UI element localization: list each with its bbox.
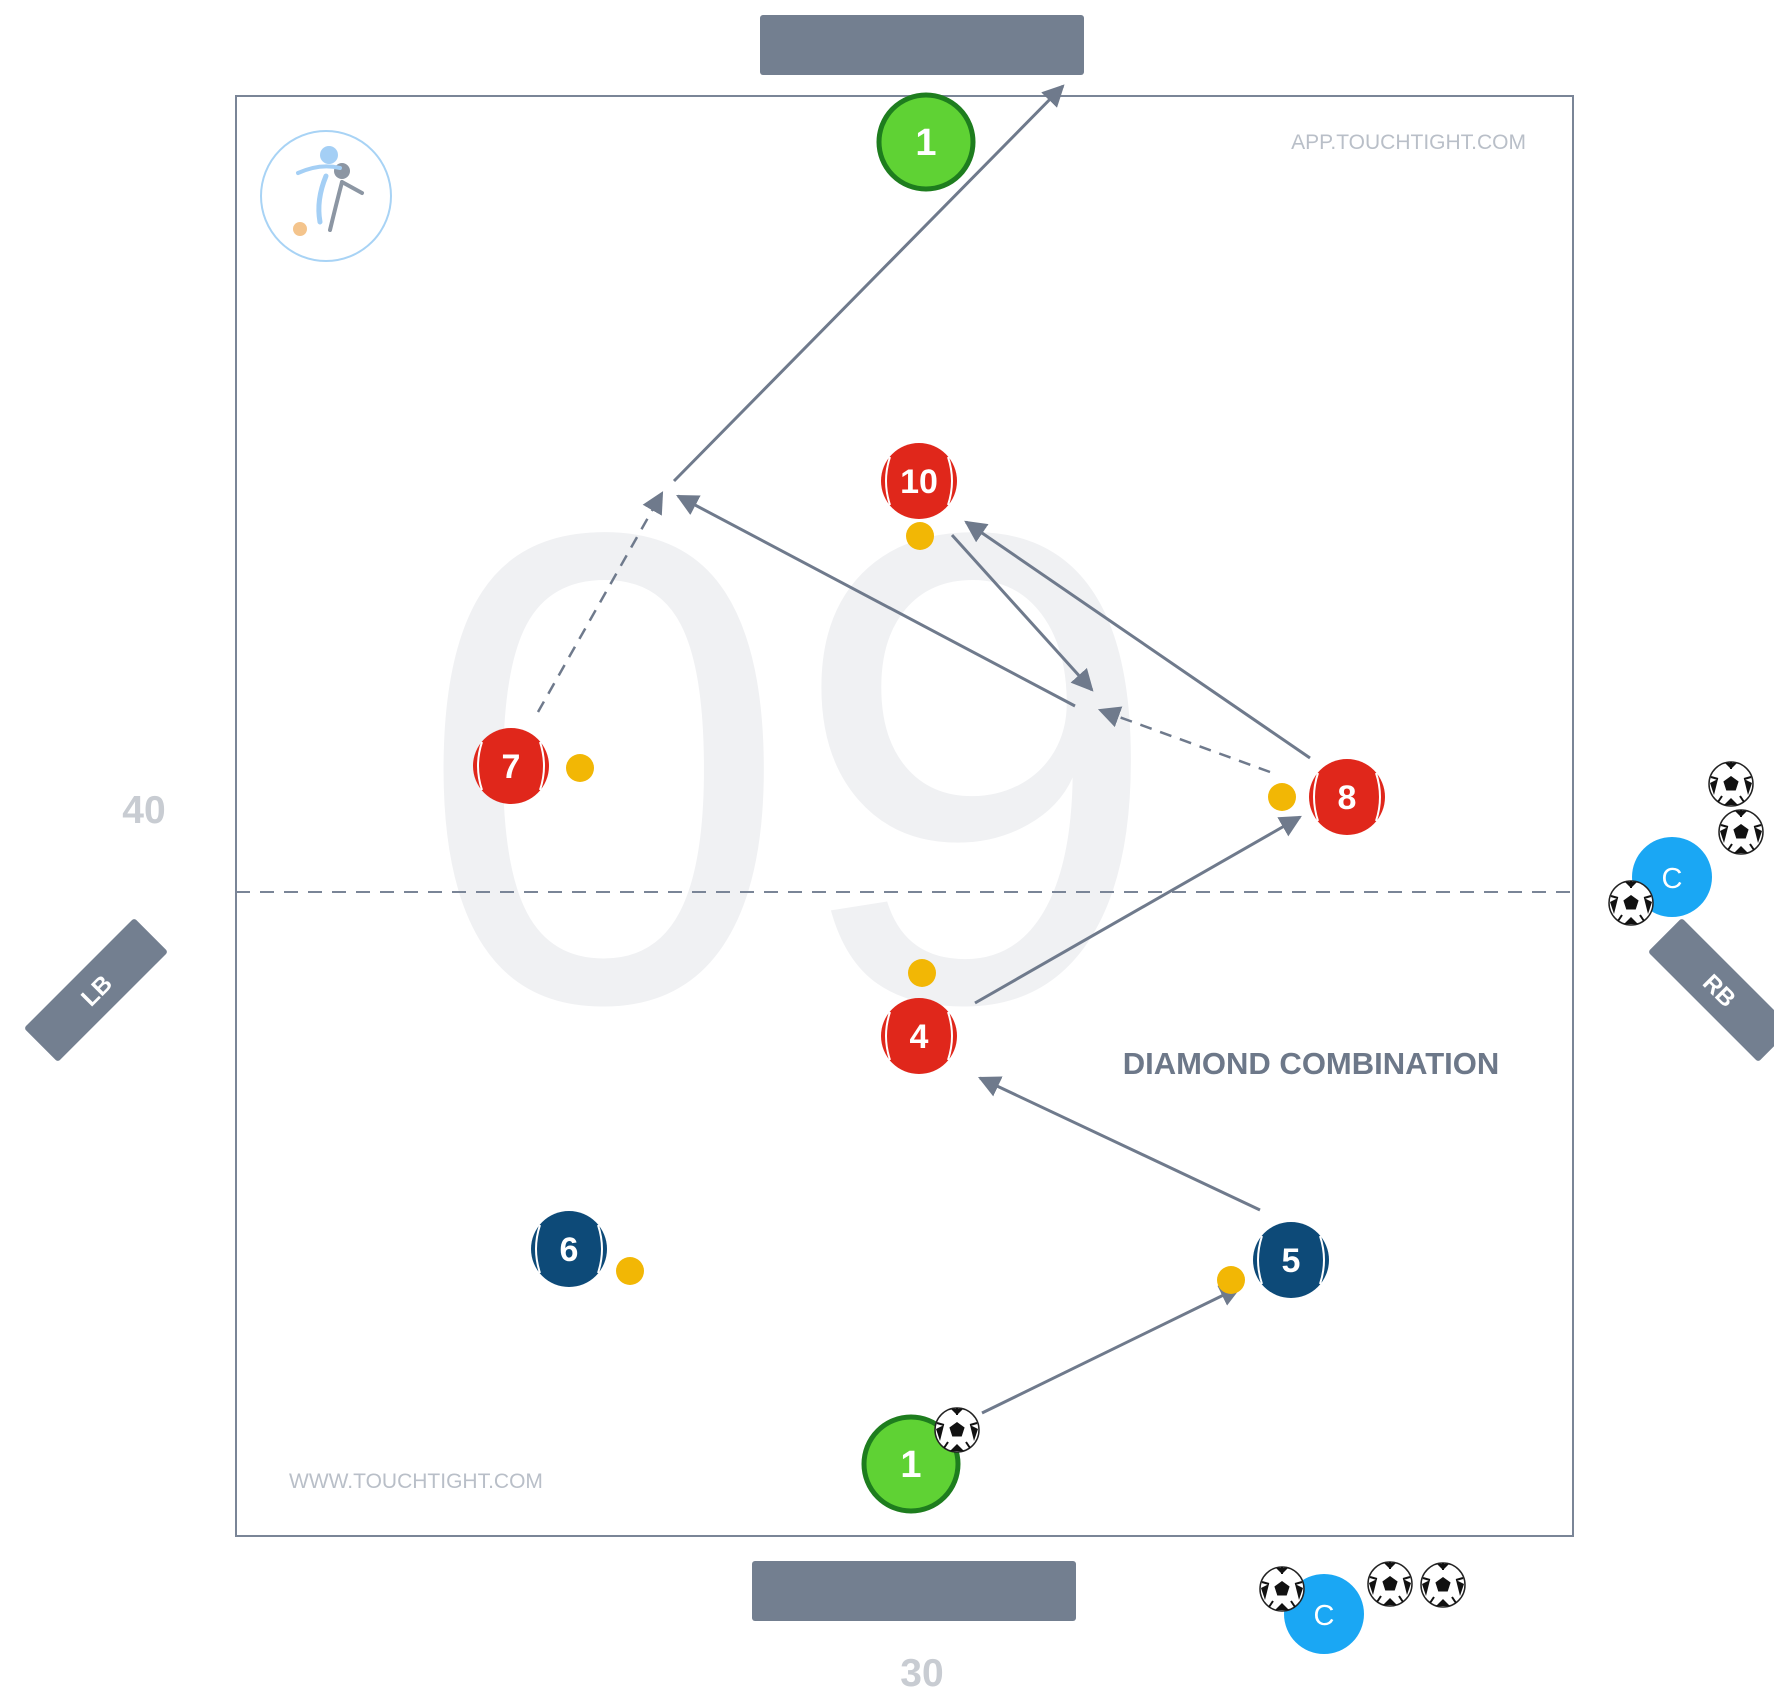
ball-gk [934, 1407, 980, 1453]
pass-arrow-10-to-space [950, 533, 1094, 692]
player-6[interactable]: 6 [531, 1211, 607, 1287]
cone-7 [566, 754, 594, 782]
pass-arrow-8-to-10 [964, 520, 1311, 760]
ball-right-2 [1718, 809, 1764, 855]
brand-text-bottom: WWW.TOUCHTIGHT.COM [289, 1470, 543, 1493]
ball-bottom-1 [1259, 1566, 1305, 1612]
cones [566, 522, 1296, 1294]
coach-bottom-label: C [1314, 1600, 1335, 1632]
brand-text-top: APP.TOUCHTIGHT.COM [1291, 131, 1526, 154]
ball-right-1 [1708, 761, 1754, 807]
pass-arrow-4-to-8 [974, 815, 1302, 1005]
pitch-length-label: 40 [122, 789, 165, 832]
cone-4 [908, 959, 936, 987]
ball-bottom-2 [1367, 1561, 1413, 1607]
pitch-width-label: 30 [900, 1652, 943, 1690]
movement-arrows [536, 84, 1311, 1415]
player-10[interactable]: 10 [881, 443, 957, 519]
pass-arrow-5-to-4 [978, 1076, 1261, 1212]
mannequin-right: RB [1649, 919, 1774, 1061]
pass-arrow-gk-to-5 [981, 1285, 1242, 1415]
goalkeeper-top-number: 1 [915, 122, 936, 164]
player-7[interactable]: 7 [473, 728, 549, 804]
goalkeeper-bottom-number: 1 [900, 1444, 921, 1486]
player-10-number: 10 [900, 463, 938, 501]
pass-arrow-space-to-7 [676, 494, 1076, 708]
mannequin-left: LB [25, 919, 167, 1061]
cone-6 [616, 1257, 644, 1285]
cone-10 [906, 522, 934, 550]
pass-arrow-7-to-goal [672, 84, 1065, 483]
player-5-number: 5 [1282, 1242, 1301, 1280]
player-4[interactable]: 4 [881, 998, 957, 1074]
goalkeeper-bottom[interactable]: 1 [861, 1414, 961, 1514]
player-6-number: 6 [560, 1231, 579, 1269]
cone-5 [1217, 1266, 1245, 1294]
ball-bottom-3 [1420, 1562, 1466, 1608]
run-arrow-8 [1097, 706, 1271, 774]
drill-title: DIAMOND COMBINATION [1123, 1046, 1500, 1081]
touchtight-logo [260, 130, 392, 262]
coach-right-label: C [1662, 863, 1683, 895]
goal-bottom [752, 1561, 1076, 1621]
player-4-number: 4 [910, 1018, 929, 1056]
player-5[interactable]: 5 [1253, 1222, 1329, 1298]
cone-8 [1268, 783, 1296, 811]
player-8-number: 8 [1338, 779, 1357, 817]
ball-right-3 [1608, 880, 1654, 926]
player-7-number: 7 [502, 748, 521, 786]
player-8[interactable]: 8 [1309, 759, 1385, 835]
pitch-boundary [235, 95, 1574, 1537]
goal-top [760, 15, 1084, 75]
goalkeeper-top[interactable]: 1 [876, 92, 976, 192]
